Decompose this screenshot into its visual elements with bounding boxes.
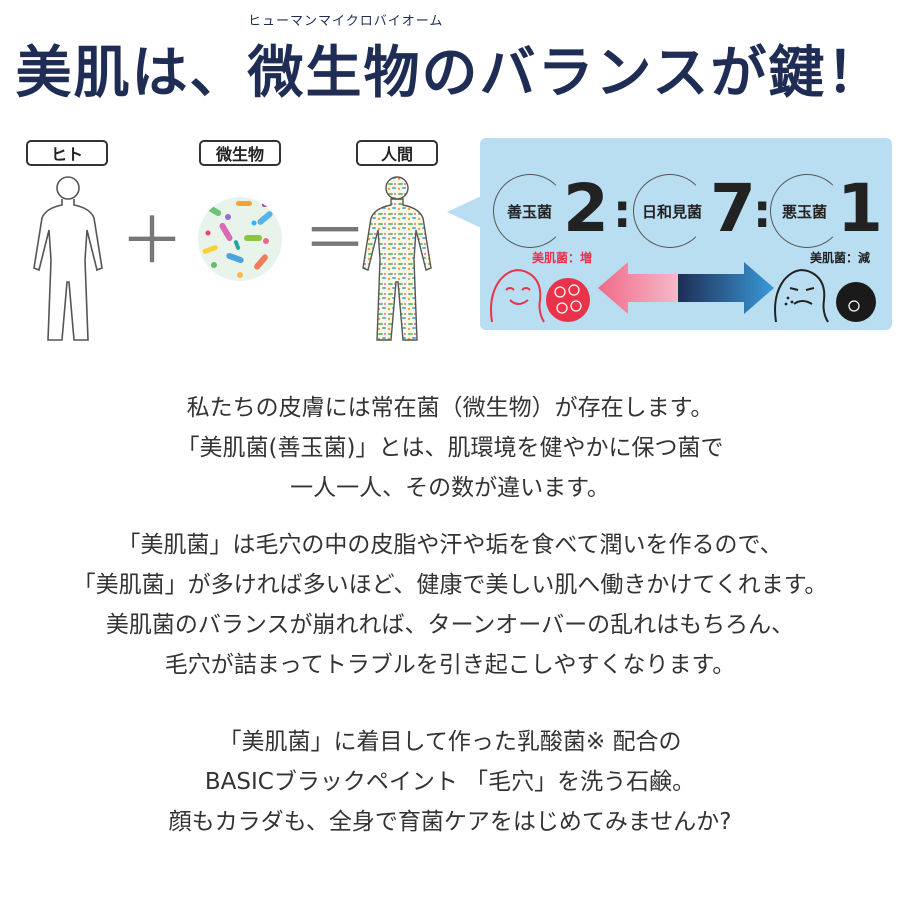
panel-pointer: [447, 196, 481, 228]
ratio-separator-2: :: [753, 184, 772, 238]
neutral-bacteria-arc: [633, 174, 707, 248]
page-title: 美肌は、微生物のバランスが鍵！: [15, 41, 885, 106]
paragraph-intro: 私たちの皮膚には常在菌（微生物）が存在します。 「美肌菌(善玉菌)」とは、肌環境…: [0, 388, 900, 508]
neutral-bacteria-value: 7: [710, 170, 756, 247]
paragraph-product: 「美肌菌」に着目して作った乳酸菌※ 配合の BASICブラックペイント 「毛穴」…: [0, 722, 900, 842]
good-bacteria-label: 善玉菌: [507, 203, 553, 221]
text-line: 「美肌菌」に着目して作った乳酸菌※ 配合の: [218, 729, 682, 755]
ratio-separator-1: :: [613, 184, 632, 238]
text-line: 顔もカラダも、全身で育菌ケアをはじめてみませんか?: [168, 809, 732, 835]
increase-label: 美肌菌：増: [532, 251, 593, 265]
title-ruby: ヒューマンマイクロバイオーム: [248, 14, 444, 29]
text-line: 「美肌菌」は毛穴の中の皮脂や汗や垢を食べて潤いを作るので、: [117, 532, 783, 558]
text-line: 「美肌菌(善玉菌)」とは、肌環境を健やかに保つ菌で: [176, 435, 724, 461]
bad-bacteria-value: 1: [837, 170, 883, 247]
person-with-microbes-icon: [362, 176, 432, 341]
decrease-label: 美肌菌：減: [810, 251, 871, 265]
arrow-right-icon: [678, 262, 774, 314]
bacteria-ratio-panel: 善玉菌 2 : 日和見菌 7 : 悪玉菌 1 美肌菌：増 美肌菌：減: [480, 138, 892, 330]
good-bacteria-value: 2: [563, 170, 609, 247]
neutral-bacteria-label: 日和見菌: [642, 203, 703, 221]
text-line: 美肌菌のバランスが崩れれば、ターンオーバーの乱れはもちろん、: [105, 612, 795, 638]
troubled-face-icon: [774, 269, 876, 323]
plus-sign: ＋: [120, 205, 184, 279]
text-line: 「美肌菌」が多ければ多いほど、健康で美しい肌へ働きかけてくれます。: [72, 572, 828, 598]
equals-sign: ＝: [303, 203, 367, 277]
paragraph-explanation: 「美肌菌」は毛穴の中の皮脂や汗や垢を食べて潤いを作るので、 「美肌菌」が多ければ…: [0, 525, 900, 685]
human-label: ヒト: [26, 140, 108, 166]
text-line: 一人一人、その数が違います。: [290, 475, 610, 501]
bad-bacteria-label: 悪玉菌: [782, 203, 828, 221]
text-line: BASICブラックペイント 「毛穴」を洗う石鹸。: [204, 769, 696, 795]
microbe-circle-icon: [198, 197, 282, 281]
happy-face-icon: [490, 269, 590, 323]
text-line: 毛穴が詰まってトラブルを引き起こしやすくなります。: [164, 652, 736, 678]
bad-bacteria-arc: [770, 174, 844, 248]
good-bacteria-arc: [493, 174, 567, 248]
arrow-left-icon: [598, 262, 694, 314]
human-outline-icon: [33, 176, 103, 341]
microbe-label: 微生物: [199, 140, 281, 166]
person-label: 人間: [356, 140, 438, 166]
text-line: 私たちの皮膚には常在菌（微生物）が存在します。: [186, 395, 714, 421]
